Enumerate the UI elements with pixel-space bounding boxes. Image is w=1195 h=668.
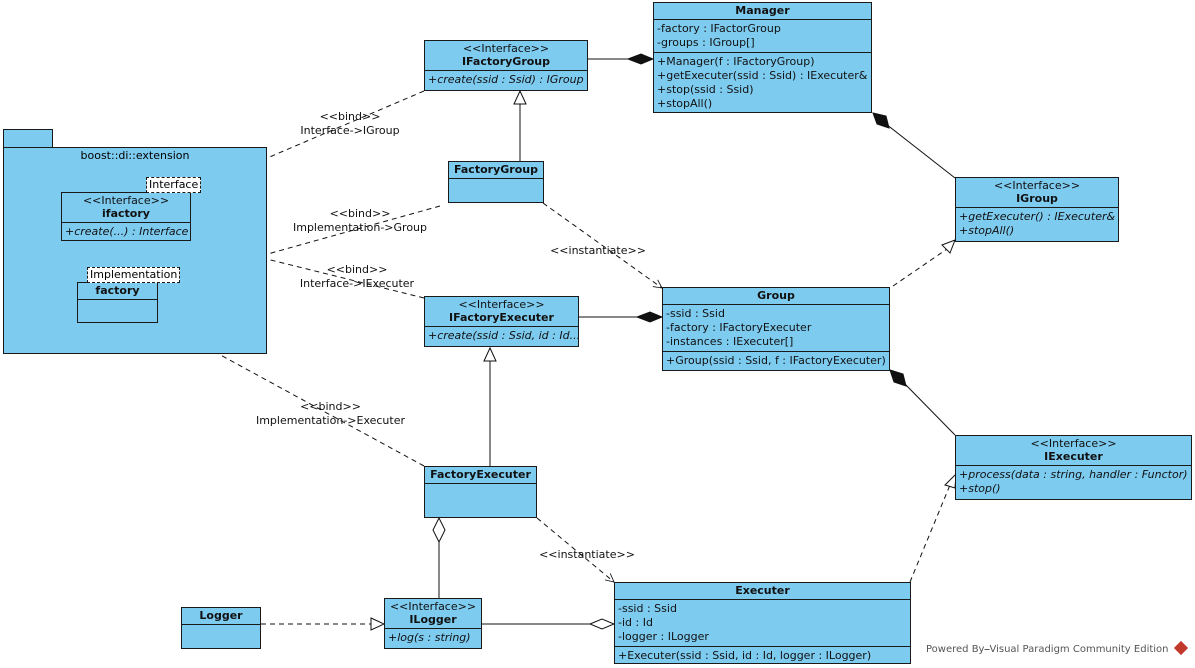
class-name: Group <box>757 289 795 302</box>
label-line: Implementation->Group <box>292 221 428 234</box>
class-name: IGroup <box>1016 192 1058 205</box>
class-name: ILogger <box>409 613 457 626</box>
assoc-manager-igroup <box>885 123 956 179</box>
class-iexecuter[interactable]: <<Interface>> IExecuter +process(data : … <box>955 435 1192 500</box>
operation: +stopAll() <box>959 224 1015 237</box>
label-instantiate-group: <<instantiate>> <box>550 244 646 257</box>
label-line: <<bind>> <box>329 207 391 220</box>
class-name: ifactory <box>102 207 150 220</box>
generalization-arrow-factorygroup <box>513 89 527 105</box>
template-param-interface: Interface <box>146 177 202 193</box>
composition-diamond-manager <box>626 53 655 65</box>
composition-diamond-manager-igroup <box>872 112 890 129</box>
operation: +create(ssid : Ssid) : IGroup <box>428 73 584 86</box>
label-line: Interface->IGroup <box>300 124 400 137</box>
label-bind-interface-iexecuter: <<bind>> Interface->IExecuter <box>297 263 417 291</box>
class-logger[interactable]: Logger <box>181 607 261 649</box>
attribute: -ssid : Ssid <box>666 307 725 320</box>
realization-group-igroup <box>892 246 951 287</box>
composition-diamond-group-iexecuter <box>889 369 907 387</box>
template-param-implementation: Implementation <box>87 267 181 283</box>
operation: +process(data : string, handler : Functo… <box>959 468 1188 481</box>
stereotype: <<Interface>> <box>993 179 1081 192</box>
label-bind-interface-igroup: <<bind>> Interface->IGroup <box>300 110 400 138</box>
operation: +Manager(f : IFactoryGroup) <box>657 55 815 68</box>
attribute: -factory : IFactorGroup <box>657 22 781 35</box>
label-line: <<bind>> <box>326 263 388 276</box>
operation: +stopAll() <box>657 97 713 110</box>
stereotype: <<Interface>> <box>389 600 477 613</box>
generalization-arrow-factoryexecuter <box>483 346 497 362</box>
bind-interface-igroup <box>189 90 425 192</box>
class-ifactory[interactable]: <<Interface>> ifactory +create(...) : In… <box>61 192 191 241</box>
class-ifactoryexecuter[interactable]: <<Interface>> IFactoryExecuter +create(s… <box>424 296 579 347</box>
class-name: Manager <box>735 4 790 17</box>
label-line: Interface->IExecuter <box>299 277 415 290</box>
stereotype: <<Interface>> <box>82 194 170 207</box>
instantiate-group <box>542 202 662 288</box>
label-instantiate-executer: <<instantiate>> <box>539 548 635 561</box>
class-ilogger[interactable]: <<Interface>> ILogger +log(s : string) <box>384 598 482 649</box>
attribute: -logger : ILogger <box>618 630 709 643</box>
bind-implementation-group <box>160 205 441 284</box>
stereotype: <<Interface>> <box>1030 437 1117 450</box>
aggregation-diamond-factoryexecuter <box>432 516 446 544</box>
class-name: factory <box>95 284 140 297</box>
operation: +Group(ssid : Ssid, f : IFactoryExecuter… <box>663 351 889 370</box>
class-name: Logger <box>199 609 243 622</box>
class-igroup[interactable]: <<Interface>> IGroup +getExecuter() : IE… <box>955 177 1119 242</box>
class-name: FactoryGroup <box>454 163 538 176</box>
realization-arrow-igroup <box>941 239 956 254</box>
class-ifactorygroup[interactable]: <<Interface>> IFactoryGroup +create(ssid… <box>424 40 588 91</box>
label-line: <<bind>> <box>319 110 381 123</box>
label-bind-implementation-group: <<bind>> Implementation->Group <box>290 207 430 235</box>
class-name: IFactoryExecuter <box>449 311 554 324</box>
operation: +create(...) : Interface <box>65 225 189 238</box>
class-group[interactable]: Group -ssid : Ssid -factory : IFactoryEx… <box>662 287 890 371</box>
operation: +getExecuter(ssid : Ssid) : IExecuter& <box>657 69 868 82</box>
operation: +Executer(ssid : Ssid, id : Id, logger :… <box>615 646 910 663</box>
label-line: <<bind>> <box>300 400 361 413</box>
package-name: boost::di::extension <box>80 149 190 162</box>
realization-arrow-ilogger <box>370 617 386 631</box>
package-tab <box>3 129 53 148</box>
operation: +stop(ssid : Ssid) <box>657 83 754 96</box>
credit-text: Powered By⎯Visual Paradigm Community Edi… <box>926 644 1169 655</box>
composition-diamond-group <box>635 311 664 323</box>
class-name: IFactoryGroup <box>461 55 551 68</box>
operation: +getExecuter() : IExecuter& <box>959 210 1116 223</box>
stereotype: <<Interface>> <box>458 298 545 311</box>
class-factorygroup[interactable]: FactoryGroup <box>448 161 544 203</box>
class-name: FactoryExecuter <box>430 468 531 481</box>
attribute: -id : Id <box>618 616 653 629</box>
label-line: Implementation->Executer <box>255 414 406 427</box>
attribute: -instances : IExecuter[] <box>666 335 794 348</box>
aggregation-diamond-executer <box>588 618 616 630</box>
class-name: IExecuter <box>1044 450 1103 463</box>
class-factory[interactable]: factory <box>77 282 158 323</box>
class-factoryexecuter[interactable]: FactoryExecuter <box>424 466 537 518</box>
assoc-group-iexecuter <box>902 381 956 436</box>
instantiate-executer <box>536 517 614 582</box>
operation: +log(s : string) <box>388 631 471 644</box>
realization-executer-iexecuter <box>909 484 951 583</box>
operation: +create(ssid : Ssid, id : Id... <box>428 329 579 342</box>
class-executer[interactable]: Executer -ssid : Ssid -id : Id -logger :… <box>614 582 911 664</box>
attribute: -factory : IFactoryExecuter <box>666 321 812 334</box>
attribute: -groups : IGroup[] <box>657 36 755 49</box>
attribute: -ssid : Ssid <box>618 602 677 615</box>
label-bind-implementation-executer: <<bind>> Implementation->Executer <box>253 400 408 428</box>
operation: +stop() <box>959 482 1001 495</box>
stereotype: <<Interface>> <box>462 42 550 55</box>
class-name: Executer <box>735 584 790 597</box>
class-manager[interactable]: Manager -factory : IFactorGroup -groups … <box>653 2 872 113</box>
